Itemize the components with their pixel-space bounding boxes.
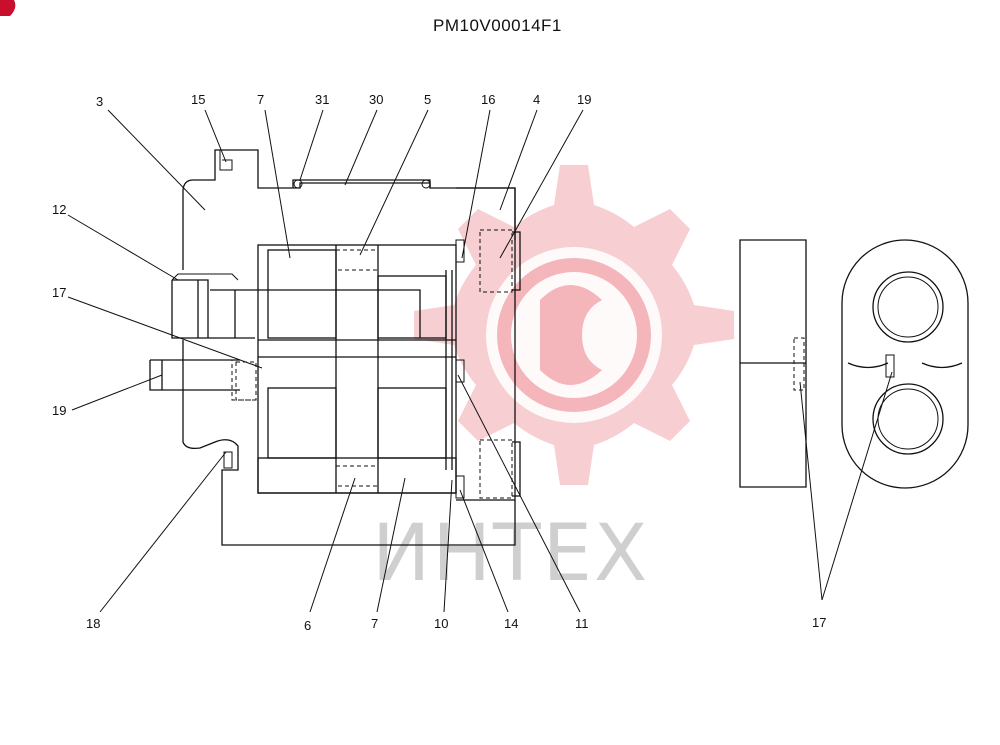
rear-port-flange bbox=[512, 231, 521, 497]
drawing-title: PM10V00014F1 bbox=[433, 16, 562, 35]
shaft-chamfer bbox=[171, 273, 239, 281]
rear-plate bbox=[445, 270, 453, 470]
input-shaft bbox=[171, 279, 421, 339]
callout-7-top: 7 bbox=[257, 92, 264, 107]
callout-19-top: 19 bbox=[577, 92, 591, 107]
callout-6: 6 bbox=[304, 618, 311, 633]
lower-right-gear bbox=[377, 387, 447, 459]
center-spacer-lower bbox=[335, 465, 379, 487]
callout-10: 10 bbox=[434, 616, 448, 631]
callout-16: 16 bbox=[481, 92, 495, 107]
rear-port-lower bbox=[479, 439, 513, 499]
rear-port-upper bbox=[479, 229, 513, 293]
bolt-18 bbox=[223, 451, 233, 469]
callout-labels: 3 15 7 31 30 5 16 4 19 12 17 19 18 6 7 1… bbox=[52, 92, 826, 633]
watermark-text: ИНТЕХ bbox=[372, 509, 649, 599]
upper-left-gear bbox=[267, 249, 337, 339]
main-cross-section bbox=[149, 149, 521, 546]
corner-logo-mark bbox=[0, 0, 16, 16]
side-view-block bbox=[739, 239, 807, 488]
bolt-head bbox=[293, 179, 303, 189]
callout-14: 14 bbox=[504, 616, 518, 631]
left-hidden-port bbox=[235, 361, 257, 401]
side-seal-upper bbox=[455, 239, 465, 263]
side-view-hidden-seal bbox=[793, 337, 805, 391]
bushing-lower-bore bbox=[872, 383, 944, 455]
lower-left-gear bbox=[267, 387, 337, 459]
rear-cover bbox=[456, 187, 516, 501]
callout-3: 3 bbox=[96, 94, 103, 109]
callout-12: 12 bbox=[52, 202, 66, 217]
bushing-figure8-outline bbox=[841, 239, 969, 489]
bushing-seal bbox=[885, 354, 895, 378]
bushing-upper-bore bbox=[872, 271, 944, 343]
center-spacer-upper bbox=[335, 249, 379, 271]
leader-lines bbox=[67, 109, 893, 613]
callout-19-left: 19 bbox=[52, 403, 66, 418]
secondary-shaft-hidden bbox=[180, 359, 258, 401]
callout-7-bottom: 7 bbox=[371, 616, 378, 631]
callout-31: 31 bbox=[315, 92, 329, 107]
port-bracket bbox=[219, 150, 233, 171]
cover-plate bbox=[292, 179, 431, 188]
lower-gear-band bbox=[257, 457, 457, 494]
callout-5: 5 bbox=[424, 92, 431, 107]
callout-18: 18 bbox=[86, 616, 100, 631]
callout-17-left: 17 bbox=[52, 285, 66, 300]
side-view bbox=[739, 239, 969, 489]
callout-15: 15 bbox=[191, 92, 205, 107]
bolt-head bbox=[421, 179, 431, 189]
callout-30: 30 bbox=[369, 92, 383, 107]
side-seal-lower bbox=[455, 475, 465, 499]
callout-17-right: 17 bbox=[812, 615, 826, 630]
side-seal-mid bbox=[455, 359, 465, 383]
gear-housing-body bbox=[257, 244, 457, 494]
callout-11: 11 bbox=[575, 616, 589, 631]
watermark-gear-logo bbox=[414, 165, 734, 485]
callout-4: 4 bbox=[533, 92, 540, 107]
front-housing-outline bbox=[182, 149, 516, 546]
secondary-shaft bbox=[149, 359, 240, 391]
